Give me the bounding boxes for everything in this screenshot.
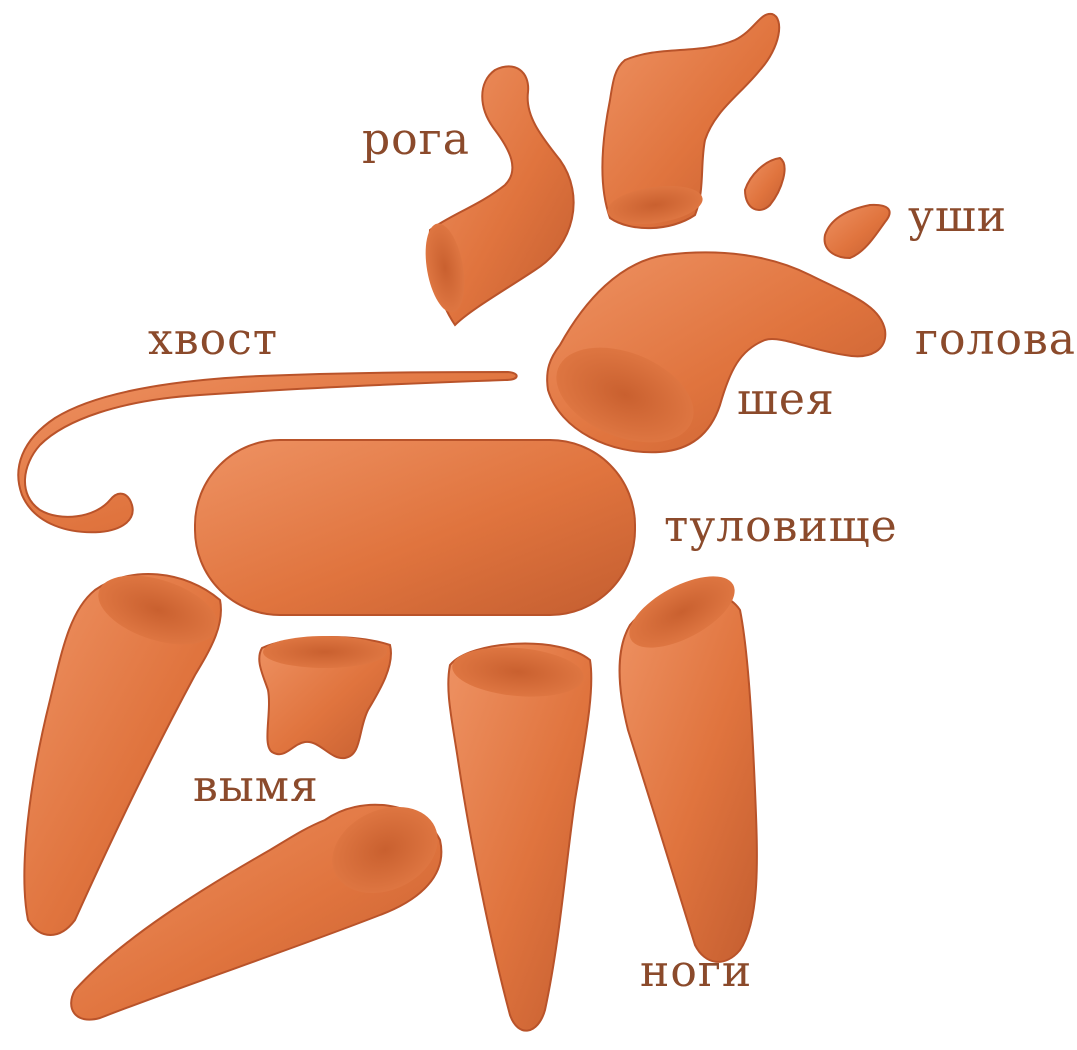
label-ears: уши [908,195,1007,239]
label-body: туловище [664,505,898,549]
label-tail: хвост [148,318,278,362]
label-horns: рога [362,118,470,162]
ear-right [825,205,890,258]
label-udder: вымя [193,765,319,809]
ear-left [745,158,785,210]
label-neck: шея [737,378,835,422]
label-legs: ноги [640,950,752,994]
leg-right [620,592,757,962]
body-piece [195,440,635,615]
udder-top [263,636,387,668]
label-head: голова [915,318,1076,362]
leg-middle [448,644,591,1031]
